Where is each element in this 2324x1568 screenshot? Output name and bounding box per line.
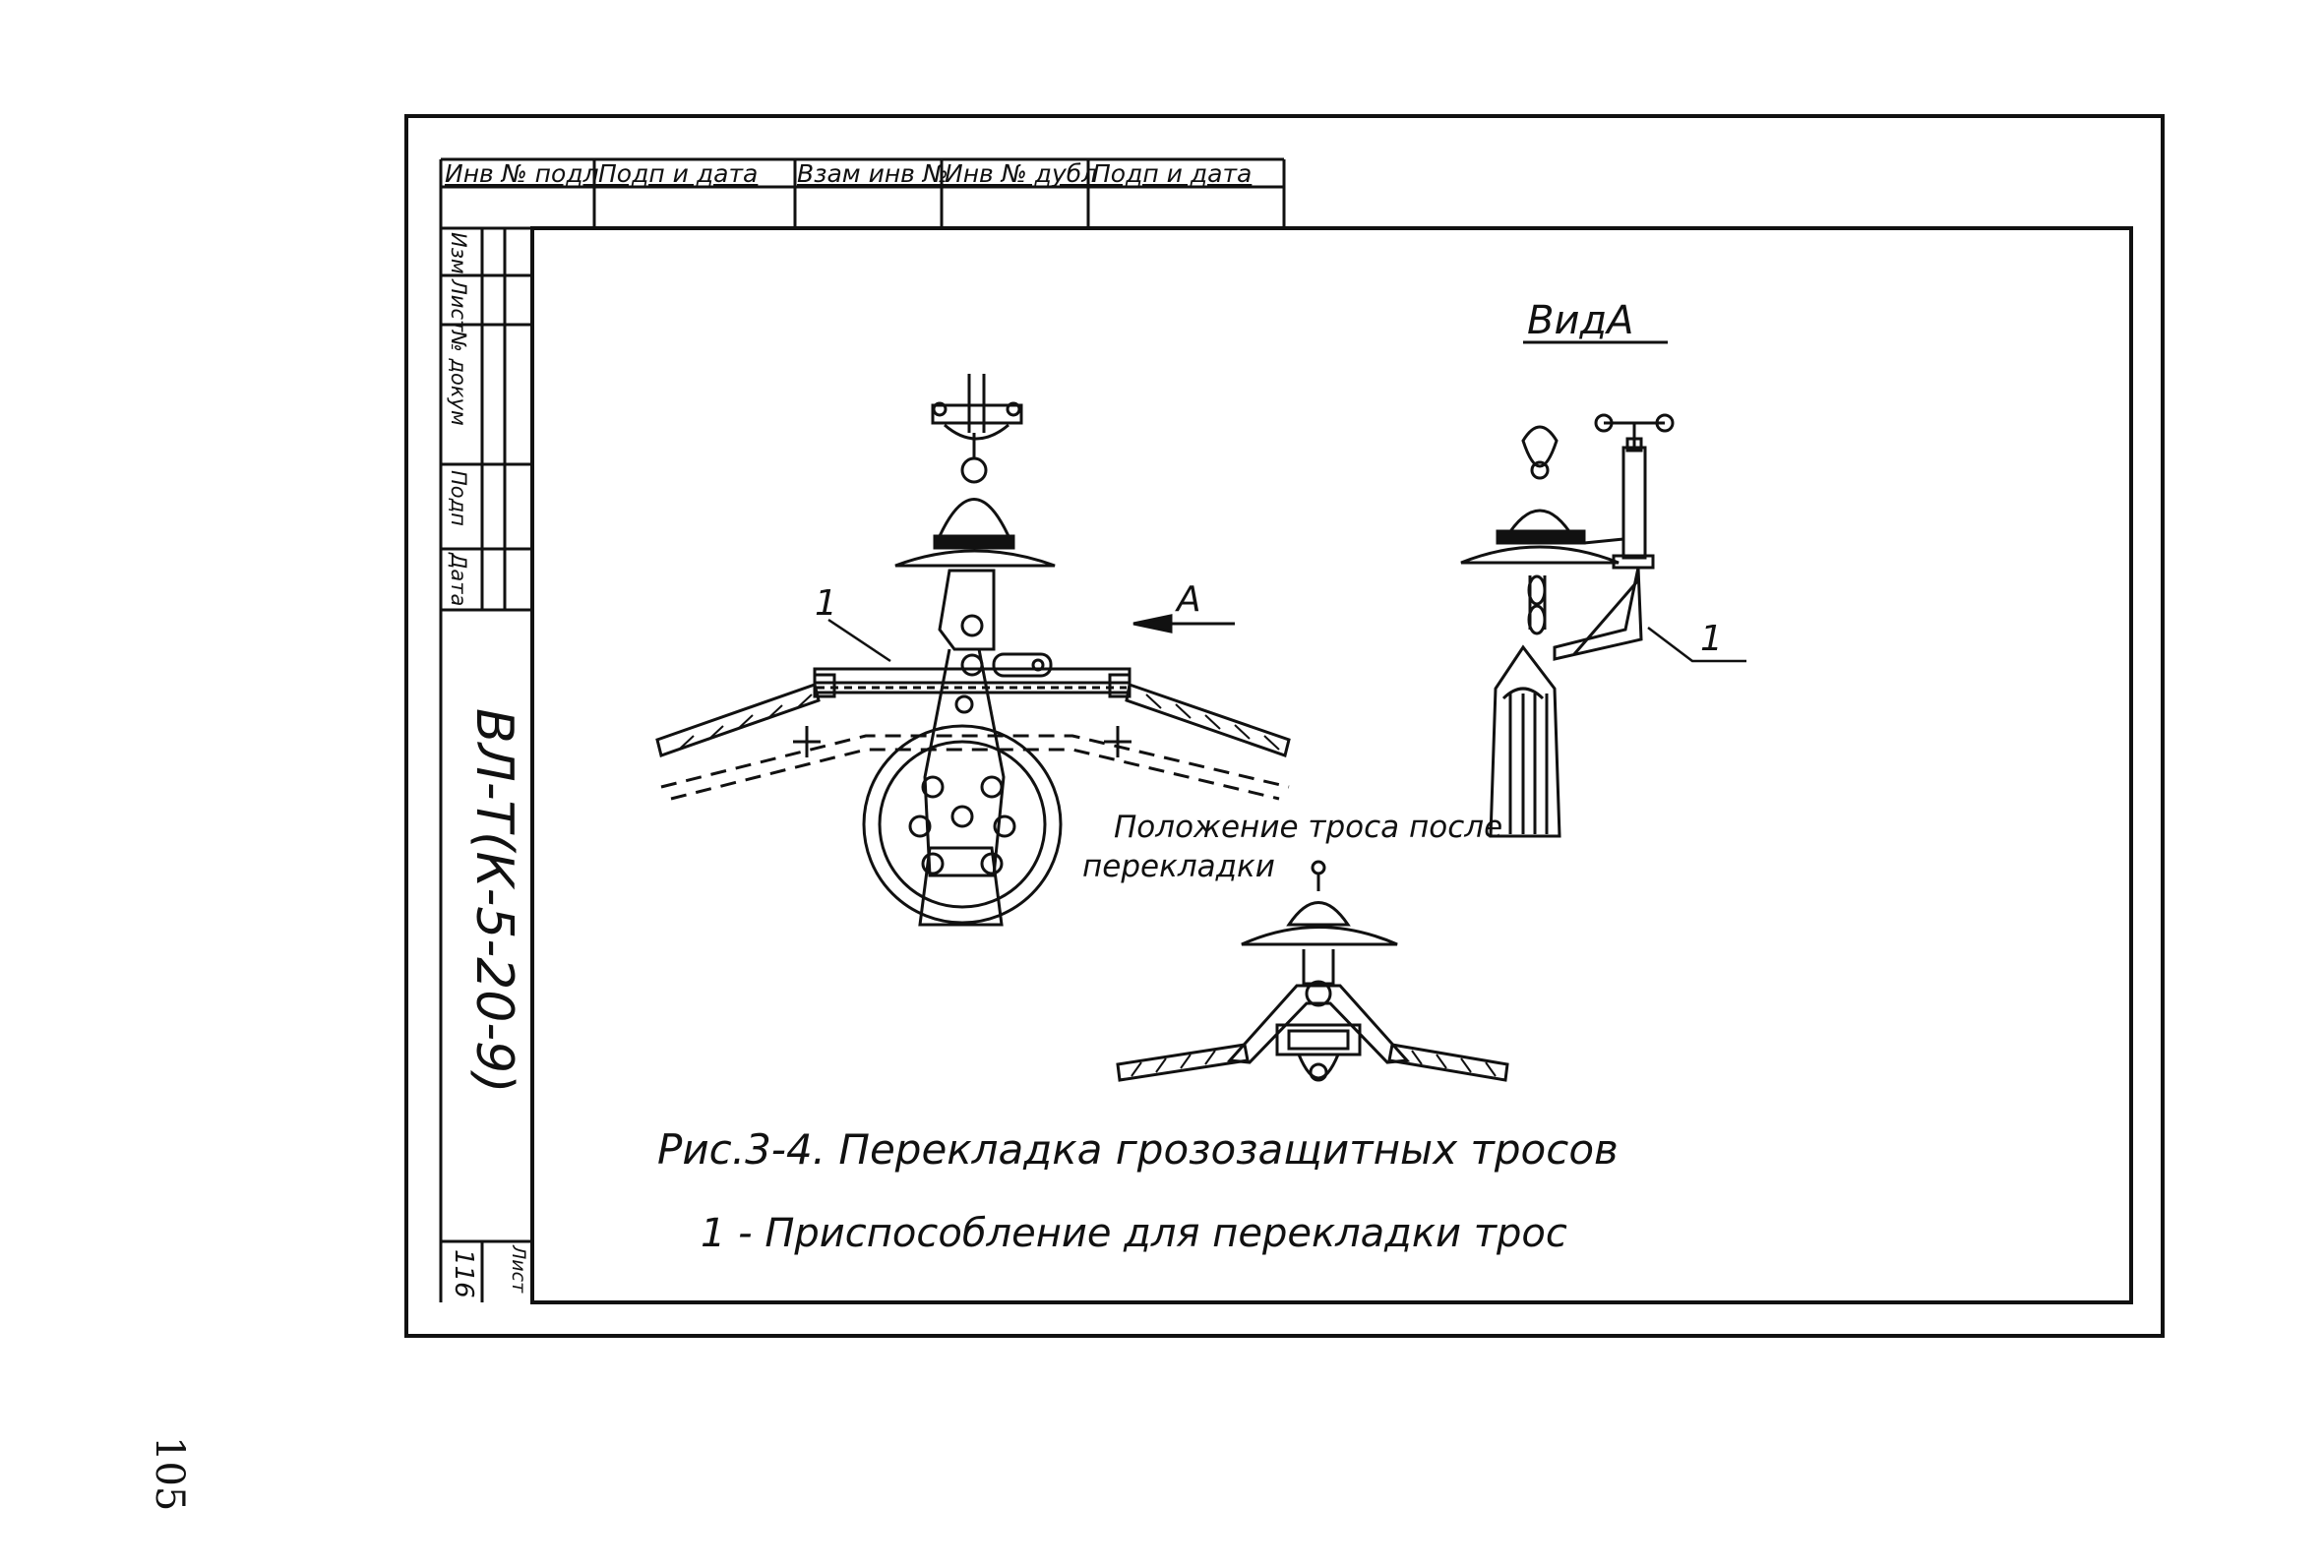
figure-caption: Рис.3-4. Перекладка грозозащитных тросов: [657, 1125, 1619, 1174]
side-stamp-signature: Подп: [447, 470, 470, 526]
side-stamp-doc-number: № докум: [447, 331, 470, 426]
arrow-a-label: А: [1177, 579, 1201, 620]
stamp-cell-inv-duplicate: Инв № дубл: [945, 159, 1098, 188]
stamp-cell-inv-original: Инв № подл: [445, 159, 599, 188]
stamp-header-grid: [439, 157, 1286, 1302]
view-a-assembly: [1460, 340, 1746, 838]
callout-1-right: 1: [1700, 619, 1723, 659]
view-a-title: ВидА: [1527, 298, 1634, 343]
stamp-cell-sign-date-2: Подп и дата: [1092, 159, 1253, 188]
inner-frame: [530, 226, 2133, 1304]
stamp-cell-replace-inv: Взам инв №: [797, 159, 948, 188]
document-code: ВЛ-Т(К-5-20-9): [464, 708, 523, 1094]
side-stamp-sheet-label: Лист: [508, 1245, 529, 1294]
side-stamp-grid: [441, 226, 532, 1302]
callout-1-left: 1: [815, 583, 837, 624]
main-assembly: [655, 374, 1291, 927]
page-number: 105: [147, 1436, 192, 1512]
side-stamp-sheet-number: 116: [449, 1249, 478, 1298]
figure-legend: 1 - Приспособление для перекладки трос: [701, 1211, 1567, 1256]
note-rope-position-line1: Положение троса после: [1114, 810, 1503, 845]
side-stamp-date: Дата: [447, 553, 470, 607]
after-transfer-assembly: [1116, 860, 1509, 1082]
side-stamp-sheet: Лист: [447, 279, 470, 332]
outer-frame: [404, 114, 2165, 1338]
note-rope-position-line2: перекладки: [1082, 849, 1275, 884]
side-stamp-change: Изм: [447, 232, 470, 274]
stamp-cell-sign-date-1: Подп и дата: [598, 159, 759, 188]
